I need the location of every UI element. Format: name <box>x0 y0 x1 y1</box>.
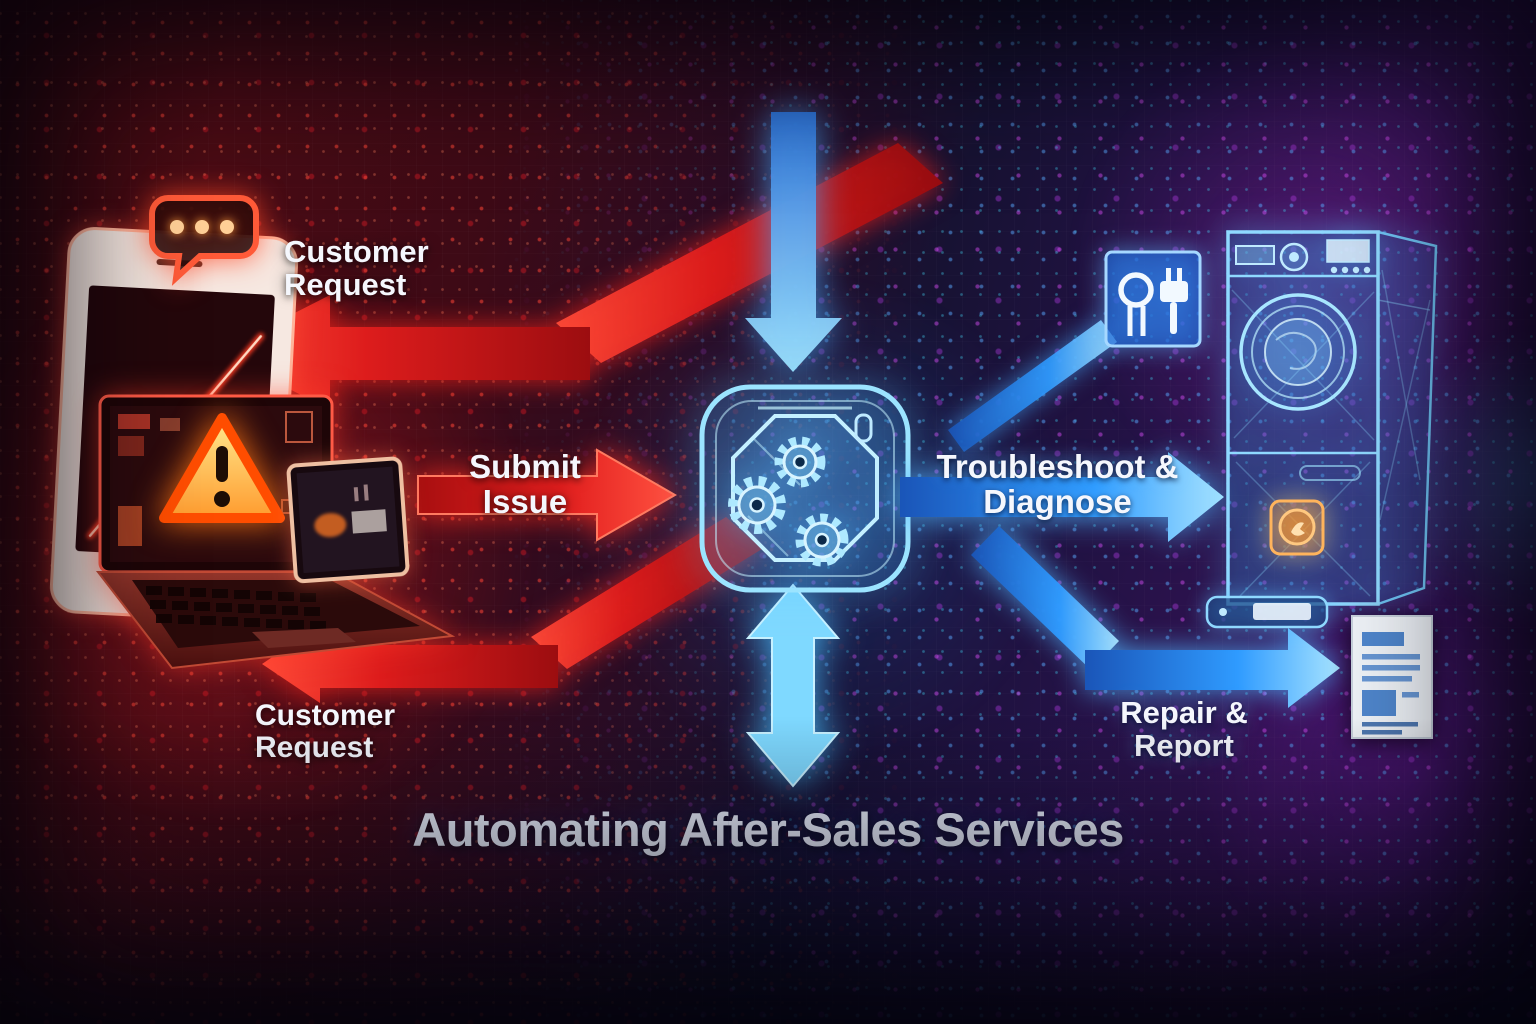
infographic-canvas: Customer Request Customer Request Submit… <box>0 0 1536 1024</box>
bottom-fade-overlay <box>0 0 1536 1024</box>
vignette-overlay <box>0 0 1536 1024</box>
